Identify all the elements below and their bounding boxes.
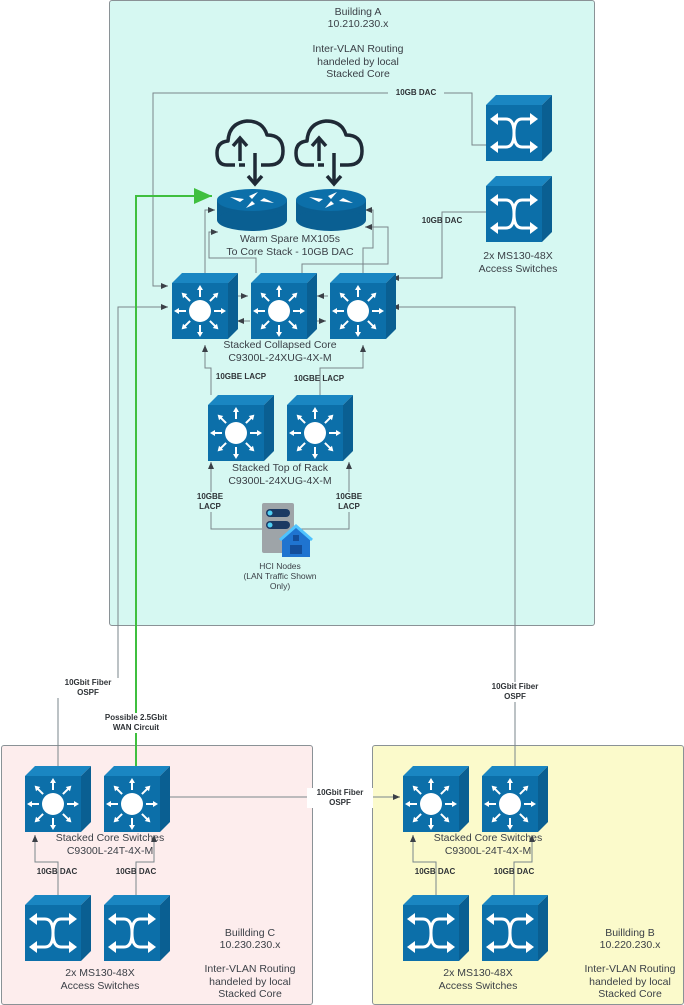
a-tor-label: Stacked Top of Rack C9300L-24XUG-4X-M — [228, 462, 332, 487]
building-a-name: Building A — [334, 6, 382, 18]
c-access-switch-1-icon — [25, 895, 91, 966]
wire-tor1-core1 — [202, 345, 212, 395]
b-access-switch-1-icon — [403, 895, 469, 966]
link-label-a-access-top: 10GB DAC — [388, 88, 444, 98]
b-core-label: Stacked Core Switches C9300L-24T-4X-M — [433, 832, 543, 857]
c-core-switch-1-icon — [25, 766, 91, 837]
a-access-label: 2x MS130-48X Access Switches — [478, 250, 558, 275]
hci-server-icon — [262, 503, 314, 562]
b-core-switch-2-icon — [482, 766, 548, 837]
link-label-tor-hci-left: 10GBE LACP — [190, 492, 230, 512]
b-access-label: 2x MS130-48X Access Switches — [438, 967, 518, 992]
link-label-c-dac-right: 10GB DAC — [115, 867, 157, 876]
c-core-switch-2-icon — [104, 766, 170, 837]
link-label-c-dac-left: 10GB DAC — [36, 867, 78, 876]
building-b-note: Inter-VLAN Routing handeled by local Sta… — [584, 963, 676, 1000]
a-tor-switch-1-icon — [208, 395, 274, 466]
link-label-b-dac-left: 10GB DAC — [414, 867, 456, 876]
wire-core3-mx2 — [362, 207, 374, 273]
building-b-subnet: 10.220.230.x — [599, 939, 661, 951]
mx105-router-1-icon — [216, 187, 288, 238]
c-core-label: Stacked Core Switches C9300L-24T-4X-M — [55, 832, 165, 857]
link-label-wan: Possible 2.5Gbit WAN Circuit — [100, 713, 172, 733]
building-c-note: Inter-VLAN Routing handeled by local Sta… — [204, 963, 296, 1000]
link-label-core-tor-right: 10GBE LACP — [293, 374, 345, 383]
link-label-a-to-c: 10Gbit Fiber OSPF — [55, 678, 121, 698]
link-label-c-to-b: 10Gbit Fiber OSPF — [307, 788, 373, 808]
a-access-switch-2-icon — [486, 176, 552, 247]
a-access-switch-1-icon — [486, 95, 552, 166]
wire-hci-tor1 — [208, 462, 262, 530]
wire-a-access-top — [152, 92, 486, 289]
a-core-switch-1-icon — [172, 273, 238, 344]
link-label-core-tor-left: 10GBE LACP — [215, 372, 267, 381]
building-a-note: Inter-VLAN Routing handeled by local Sta… — [312, 43, 404, 80]
building-c-name: Buillding C — [224, 927, 276, 939]
c-access-switch-2-icon — [104, 895, 170, 966]
link-label-b-dac-right: 10GB DAC — [493, 867, 535, 876]
b-access-switch-2-icon — [482, 895, 548, 966]
link-label-a-access-bottom: 10GB DAC — [421, 216, 463, 225]
wire-tor2-core3 — [319, 345, 366, 395]
wire-a-to-c — [57, 304, 168, 768]
c-access-label: 2x MS130-48X Access Switches — [60, 967, 140, 992]
wire-hci-tor2 — [296, 462, 352, 530]
wire-core2-mx2 — [301, 224, 389, 273]
building-a-subnet: 10.210.230.x — [327, 18, 389, 30]
wire-core2-mx1 — [208, 229, 257, 273]
wire-wan-circuit — [135, 188, 212, 768]
a-core-label: Stacked Collapsed Core C9300L-24XUG-4X-M — [223, 339, 337, 364]
b-core-switch-1-icon — [403, 766, 469, 837]
building-c-subnet: 10.230.230.x — [219, 939, 281, 951]
link-label-tor-hci-right: 10GBE LACP — [329, 492, 369, 512]
mx-label: Warm Spare MX105s To Core Stack - 10GB D… — [226, 233, 354, 258]
link-label-a-to-b: 10Gbit Fiber OSPF — [482, 682, 548, 702]
a-core-switch-2-icon — [251, 273, 317, 344]
wire-a-access-bottom — [392, 211, 486, 281]
a-core-switch-3-icon — [330, 273, 396, 344]
cloud-internet-2-icon — [294, 115, 364, 192]
cloud-internet-1-icon — [215, 115, 285, 192]
wire-core1-mx1 — [204, 207, 215, 273]
wire-a-to-b — [392, 304, 516, 768]
hci-label: HCI Nodes (LAN Traffic Shown Only) — [243, 561, 317, 591]
mx105-router-2-icon — [295, 187, 367, 238]
a-tor-switch-2-icon — [287, 395, 353, 466]
building-b-name: Buillding B — [605, 927, 655, 939]
